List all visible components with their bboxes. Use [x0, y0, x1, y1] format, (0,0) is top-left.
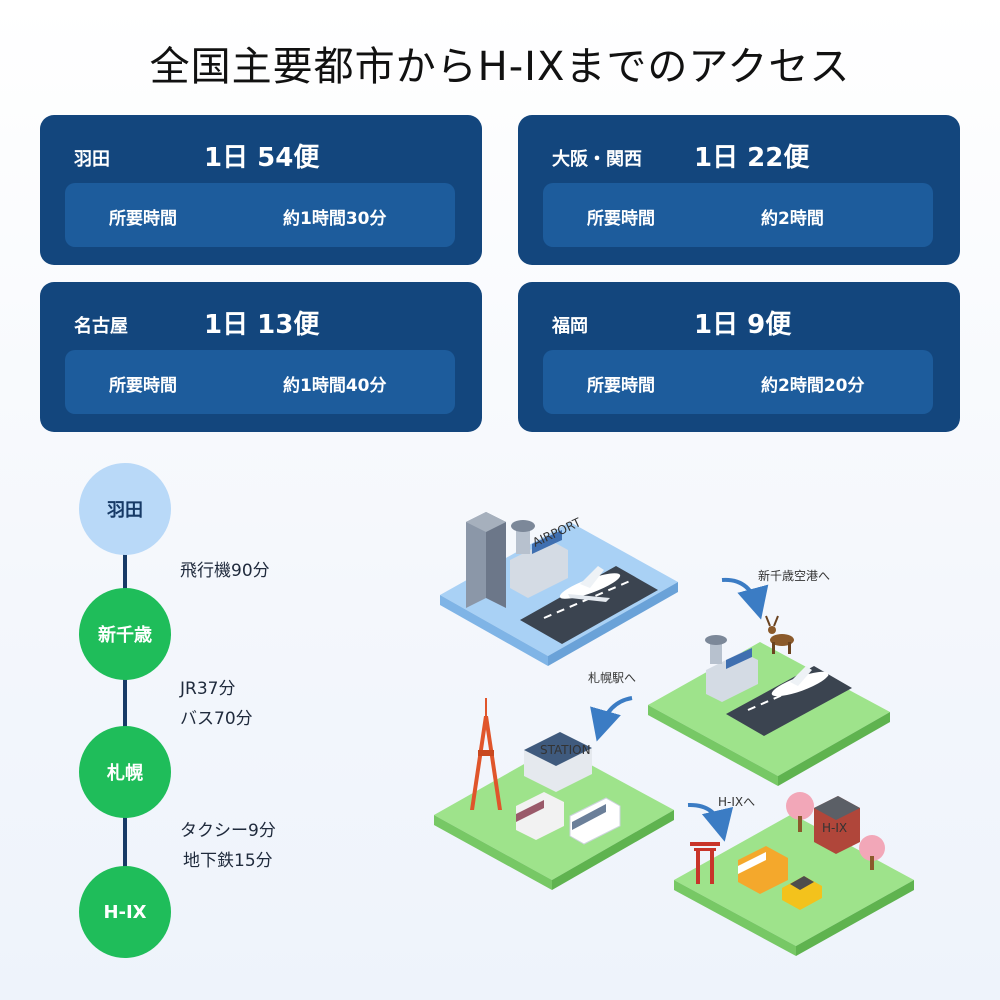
- arrow-to-sapporo: [590, 696, 633, 742]
- route-card-nagoya: 名古屋 1日 13便 所要時間 約1時間40分: [40, 282, 482, 432]
- stop-new-chitose: 新千歳: [79, 588, 171, 680]
- segment-sapporo-hix: タクシー9分 地下鉄15分: [180, 816, 276, 876]
- route-card-osaka: 大阪・関西 1日 22便 所要時間 約2時間: [518, 115, 960, 265]
- route-card-haneda: 羽田 1日 54便 所要時間 約1時間30分: [40, 115, 482, 265]
- stop-hix: H-IX: [79, 866, 171, 958]
- segment-line: 飛行機90分: [180, 561, 270, 581]
- arrow-to-new-chitose: [721, 577, 769, 620]
- card-duration-label: 所要時間: [109, 209, 177, 229]
- deer-icon: [765, 615, 794, 654]
- hix-sign: H-IX: [822, 821, 847, 835]
- label-to-new-chitose: 新千歳空港へ: [758, 568, 830, 583]
- segment-line: バス70分: [180, 709, 253, 729]
- bus-icon: [569, 797, 621, 845]
- label-to-sapporo: 札幌駅へ: [588, 670, 636, 685]
- card-duration-box: 所要時間 約2時間20分: [543, 350, 933, 414]
- card-duration-value: 約1時間40分: [283, 376, 387, 396]
- card-city: 福岡: [552, 316, 588, 337]
- terminal-icon: [705, 635, 758, 702]
- card-duration-label: 所要時間: [587, 209, 655, 229]
- taxi-icon: [782, 876, 822, 910]
- label-to-hix: H-IXへ: [718, 795, 755, 809]
- tile-haneda: AIRPORT: [440, 512, 678, 666]
- card-duration-label: 所要時間: [109, 376, 177, 396]
- segment-line: 地下鉄15分: [183, 851, 273, 871]
- segment-chitose-sapporo: JR37分 バス70分: [180, 674, 253, 734]
- card-frequency: 1日 54便: [204, 143, 320, 173]
- airplane-icon: [559, 566, 621, 602]
- route-illustration: AIRPORT 新千歳空港へ: [434, 512, 914, 956]
- card-city: 名古屋: [74, 316, 128, 337]
- stop-sapporo: 札幌: [79, 726, 171, 818]
- tile-hix: H-IX: [674, 792, 914, 956]
- card-duration-value: 約1時間30分: [283, 209, 387, 229]
- card-duration-value: 約2時間: [761, 209, 824, 229]
- card-duration-box: 所要時間 約1時間30分: [65, 183, 455, 247]
- office-tower-icon: [466, 512, 506, 608]
- cherry-tree-icon: [786, 792, 885, 870]
- segment-line: JR37分: [180, 679, 236, 699]
- card-frequency: 1日 9便: [694, 310, 792, 340]
- airplane-icon: [771, 666, 829, 697]
- card-duration-box: 所要時間 約1時間40分: [65, 350, 455, 414]
- torii-icon: [690, 842, 720, 884]
- route-line: [123, 510, 127, 910]
- tile-new-chitose: [648, 615, 890, 786]
- card-frequency: 1日 13便: [204, 310, 320, 340]
- card-frequency: 1日 22便: [694, 143, 810, 173]
- station-icon: STATION: [524, 732, 592, 792]
- segment-line: タクシー9分: [180, 821, 276, 841]
- segment-haneda-chitose: 飛行機90分: [180, 556, 270, 586]
- tile-sapporo: STATION: [434, 698, 674, 890]
- route-card-fukuoka: 福岡 1日 9便 所要時間 約2時間20分: [518, 282, 960, 432]
- page-title: 全国主要都市からH-IXまでのアクセス: [149, 44, 851, 90]
- card-duration-label: 所要時間: [587, 376, 655, 396]
- station-sign: STATION: [540, 743, 591, 757]
- hix-building-icon: H-IX: [814, 796, 860, 854]
- card-city: 大阪・関西: [552, 149, 642, 170]
- arrow-to-hix: [687, 802, 734, 842]
- card-city: 羽田: [74, 149, 110, 170]
- stop-haneda: 羽田: [79, 463, 171, 555]
- tv-tower-icon: [470, 698, 502, 810]
- card-duration-box: 所要時間 約2時間: [543, 183, 933, 247]
- train-icon: [516, 792, 564, 840]
- card-duration-value: 約2時間20分: [761, 376, 865, 396]
- train-icon: [738, 846, 788, 894]
